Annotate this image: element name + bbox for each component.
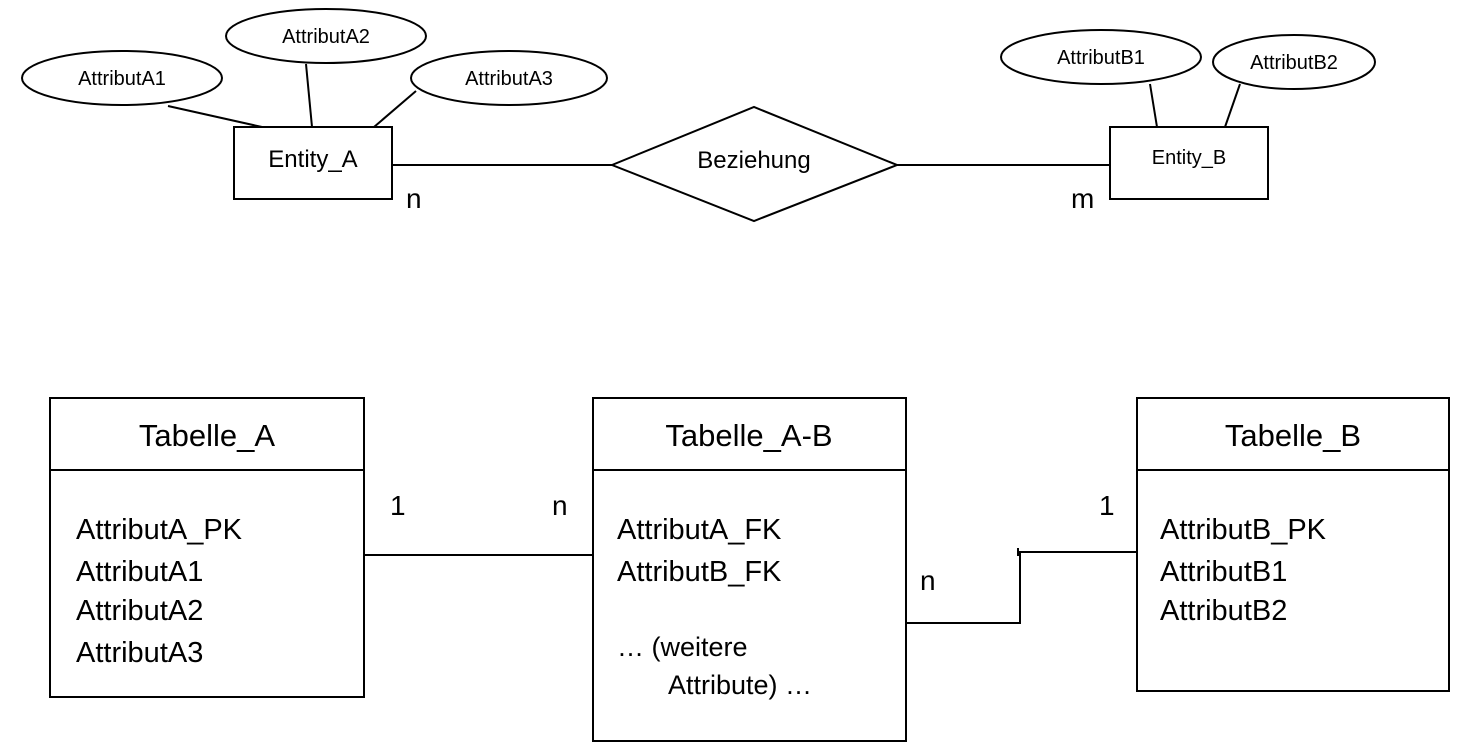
cardinality-table-a: 1 [390,490,406,521]
attribute-ellipse-b2: AttributB2 [1212,34,1376,90]
table-ab-more-line2: Attribute) … [668,670,812,700]
table-ab-more-line1: … (weitere [617,632,748,662]
table-ab: Tabelle_A-B AttributA_FK AttributB_FK … … [592,397,907,742]
attribute-label-a2: AttributA2 [282,26,370,48]
cardinality-table-b: 1 [1099,490,1115,521]
table-b-attr: AttributB_PK [1160,514,1327,546]
entity-a: Entity_A [233,126,393,200]
table-a-title: Tabelle_A [139,418,275,453]
table-b-attr: AttributB1 [1160,556,1287,588]
table-a-attr: AttributA_PK [76,514,243,546]
table-a-attr: AttributA2 [76,595,203,627]
table-a-attr: AttributA1 [76,556,203,588]
connector-attribut-b2 [1224,83,1241,128]
connector-attribut-a3 [373,90,417,128]
table-ab-title: Tabelle_A-B [665,418,832,453]
table-a-attr: AttributA3 [76,637,203,669]
attribute-label-b1: AttributB1 [1057,47,1145,69]
relational-model: 1 n n 1 Tabelle_A AttributA_PK AttributA… [49,397,1450,742]
table-ab-attr: AttributA_FK [617,514,782,546]
link-table-ab-to-table-b [906,551,1137,624]
table-b-title: Tabelle_B [1225,418,1361,453]
cardinality-table-ab-right: n [920,565,936,596]
relationship-name: Beziehung [697,147,810,174]
er-model: AttributA1 AttributA2 AttributA3 Attribu… [21,8,1376,223]
cardinality-entity-a: n [406,183,422,214]
entity-a-name: Entity_A [268,146,357,173]
connector-attribut-b1 [1149,83,1158,128]
attribute-label-a1: AttributA1 [78,68,166,90]
table-b-attr: AttributB2 [1160,595,1287,627]
attribute-ellipse-a3: AttributA3 [410,50,608,106]
attribute-label-b2: AttributB2 [1250,52,1338,74]
entity-b-name: Entity_B [1152,147,1226,169]
attribute-ellipse-b1: AttributB1 [1000,29,1202,85]
connector-attribut-a2 [305,63,313,128]
attribute-label-a3: AttributA3 [465,68,553,90]
attribute-ellipse-a2: AttributA2 [225,8,427,64]
entity-b: Entity_B [1109,126,1269,200]
attribute-ellipse-a1: AttributA1 [21,50,223,106]
table-b: Tabelle_B AttributB_PK AttributB1 Attrib… [1136,397,1450,692]
cardinality-table-ab-left: n [552,490,568,521]
cardinality-entity-b: m [1071,183,1094,214]
table-ab-attr: AttributB_FK [617,556,782,588]
connector-attribut-a1 [167,105,263,128]
table-a: Tabelle_A AttributA_PK AttributA1 Attrib… [49,397,365,698]
relationship-diamond: Beziehung [609,105,900,223]
